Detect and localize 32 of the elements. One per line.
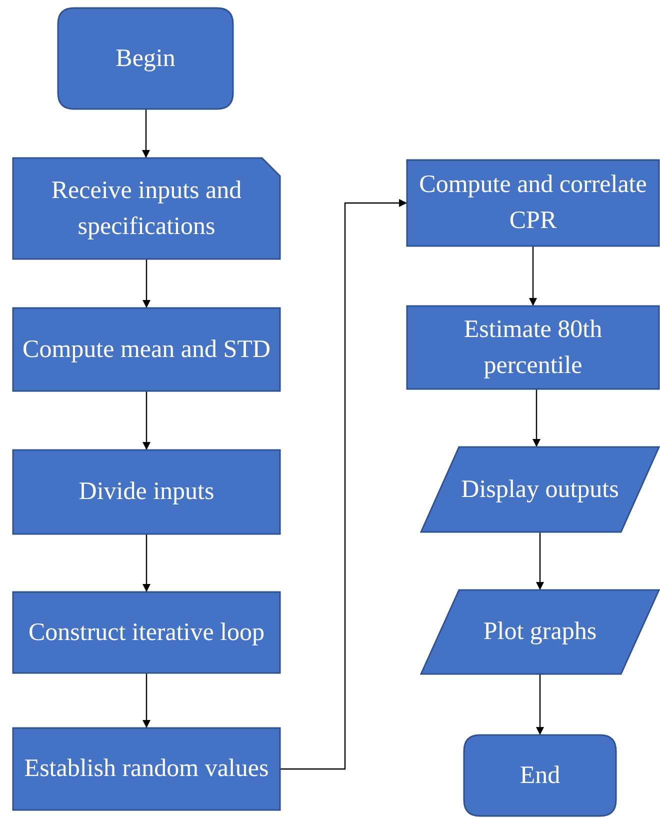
node-label: Estimate 80th percentile [462, 314, 604, 380]
arrow [142, 673, 150, 728]
node-label: End [520, 760, 560, 790]
process-box [13, 450, 280, 534]
input-card [13, 158, 280, 259]
process-box [407, 306, 659, 389]
node-label: Compute and correlate CPR [418, 170, 648, 236]
process-box [407, 160, 659, 246]
terminal-box [464, 735, 616, 816]
arrow [142, 109, 150, 158]
arrow [142, 534, 150, 592]
node-label: Divide inputs [78, 477, 214, 507]
arrow [536, 674, 544, 735]
node-label: Construct iterative loop [28, 618, 265, 648]
node-label: Begin [116, 44, 176, 74]
arrow [280, 199, 407, 770]
data-parallelogram [421, 447, 659, 532]
arrow [529, 246, 537, 306]
node-label: Compute mean and STD [22, 334, 270, 364]
process-box [13, 308, 280, 391]
process-box [13, 592, 280, 673]
node-label: Display outputs [461, 474, 619, 504]
arrow [142, 391, 150, 450]
arrow [532, 389, 540, 447]
node-label: Establish random values [24, 754, 269, 784]
node-label: Receive inputs and specifications [50, 176, 243, 242]
terminal-box [58, 8, 233, 109]
arrow [142, 259, 150, 308]
node-label: Plot graphs [483, 617, 597, 647]
arrow [536, 532, 544, 590]
process-box [13, 728, 280, 810]
data-parallelogram [421, 590, 659, 674]
